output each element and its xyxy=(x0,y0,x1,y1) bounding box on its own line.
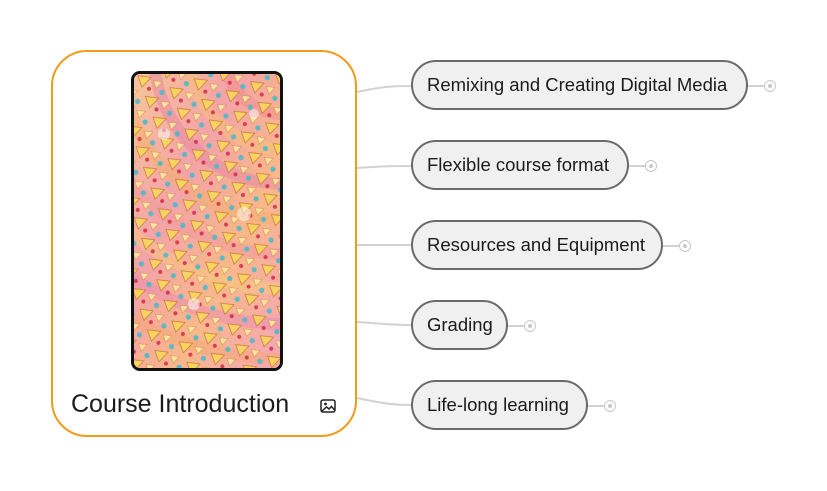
connector-line xyxy=(356,85,413,93)
collapse-toggle[interactable] xyxy=(604,400,616,412)
subtopic-flexible-course-format[interactable]: Flexible course format xyxy=(411,140,629,190)
subtopic-life-long-learning[interactable]: Life-long learning xyxy=(411,380,588,430)
subtopic-label: Remixing and Creating Digital Media xyxy=(427,74,728,95)
subtopic-grading[interactable]: Grading xyxy=(411,300,508,350)
connector-line xyxy=(356,321,413,326)
root-topic-node[interactable]: Course Introduction xyxy=(51,50,357,437)
subtopic-remixing-digital-media[interactable]: Remixing and Creating Digital Media xyxy=(411,60,748,110)
collapse-toggle[interactable] xyxy=(764,80,776,92)
connector-line xyxy=(356,397,413,406)
subtopic-resources-equipment[interactable]: Resources and Equipment xyxy=(411,220,663,270)
subtopic-label: Life-long learning xyxy=(427,394,569,415)
collapse-toggle[interactable] xyxy=(679,240,691,252)
collapse-toggle[interactable] xyxy=(645,160,657,172)
root-topic-title[interactable]: Course Introduction xyxy=(71,390,290,418)
subtopic-label: Grading xyxy=(427,314,493,335)
collapse-toggle[interactable] xyxy=(524,320,536,332)
image-icon[interactable] xyxy=(320,399,336,413)
topic-image[interactable] xyxy=(131,71,283,371)
subtopic-label: Flexible course format xyxy=(427,154,609,175)
subtopic-label: Resources and Equipment xyxy=(427,234,646,255)
connector-line xyxy=(356,165,413,169)
abstract-pattern-image xyxy=(134,74,280,368)
